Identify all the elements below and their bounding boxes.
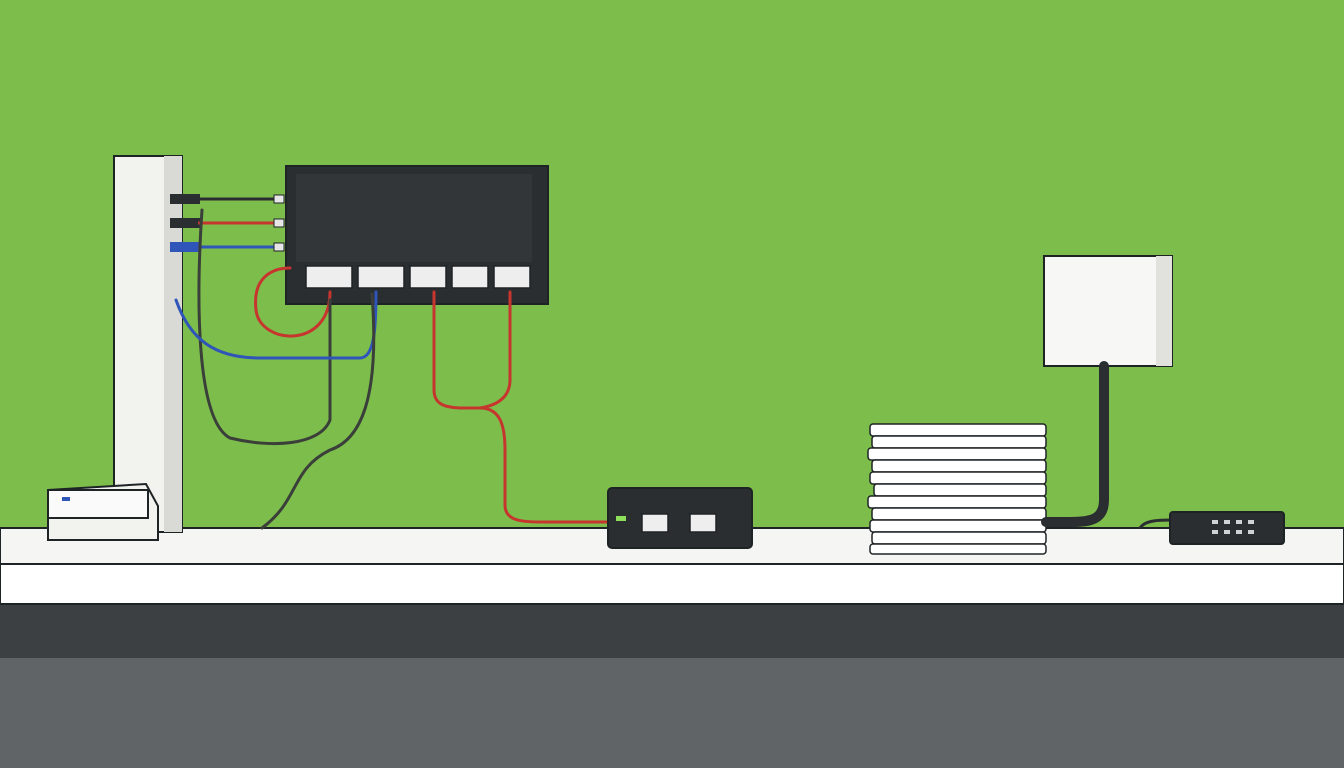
panel-to-switch-cables: [198, 194, 285, 252]
network-switch-icon: [285, 165, 549, 305]
router-box-icon: [607, 487, 753, 549]
small-hub-icon: [1138, 511, 1285, 545]
floor-band: [0, 604, 1344, 658]
shelf-front: [0, 563, 1344, 605]
switch-cables: [174, 208, 612, 530]
switch-ports: [305, 265, 531, 289]
modem-box-icon: [47, 482, 159, 541]
wall-access-point-icon: [1041, 255, 1173, 527]
floor: [0, 658, 1344, 768]
wall-panel-icon: [113, 155, 200, 533]
paper-stack-icon: [867, 423, 1047, 555]
